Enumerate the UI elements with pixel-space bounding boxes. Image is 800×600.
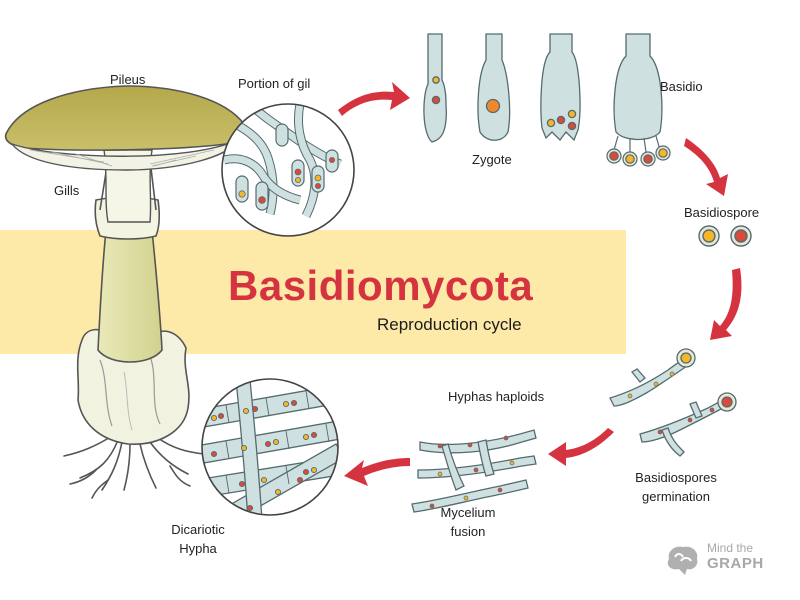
pileus-cap [4, 85, 246, 151]
label-line: Dicariotic [171, 522, 225, 537]
brand-line1: Mind the [707, 541, 754, 555]
brand-line2: GRAPH [707, 555, 764, 572]
young-cell-1 [423, 33, 447, 143]
mind-the-graph-logo: Mind the GRAPH [663, 541, 783, 581]
arrow-5 [344, 458, 410, 486]
label-zygote: Zygote [472, 152, 512, 167]
label-dicariotic-hypha: Dicariotic Hypha [158, 522, 238, 557]
mushroom-illustration [4, 85, 246, 499]
label-hyphas-haploids: Hyphas haploids [448, 389, 545, 404]
label-line: germination [642, 489, 710, 504]
basidium-development [423, 33, 671, 167]
gill-portion-magnified [221, 103, 355, 237]
basidio-cell [613, 33, 663, 141]
arrow-4 [548, 428, 614, 466]
label-gills: Gills [54, 183, 80, 198]
label-line: Hypha [179, 541, 217, 556]
diagram-subtitle: Reproduction cycle [377, 315, 522, 334]
brain-icon [667, 546, 698, 575]
haploid-hyphae [411, 429, 537, 513]
label-basidio: Basidio [660, 79, 703, 94]
arrow-2 [684, 138, 728, 196]
basidiospores [698, 225, 752, 247]
label-line: Basidiospores [635, 470, 717, 485]
arrow-1 [338, 82, 410, 116]
label-line: fusion [450, 524, 486, 539]
label-basidiospores-germination: Basidiospores germination [626, 470, 726, 505]
arrow-3 [710, 268, 742, 340]
stipe [97, 229, 163, 363]
label-line: Mycelium [440, 505, 496, 520]
mycelium-roots [63, 435, 205, 499]
gills-underside [10, 138, 240, 171]
dicariotic-hypha-magnified [201, 378, 339, 516]
zygote-cell [477, 33, 511, 141]
label-basidiospore: Basidiospore [684, 205, 760, 220]
label-portion-of-gil: Portion of gil [238, 76, 311, 91]
cycle-arrows [338, 82, 742, 486]
label-pileus: Pileus [110, 72, 146, 87]
label-mycelium-fusion: Mycelium fusion [428, 505, 508, 540]
germinating-spores [609, 348, 737, 457]
diagram-title: Basidiomycota [228, 262, 534, 309]
